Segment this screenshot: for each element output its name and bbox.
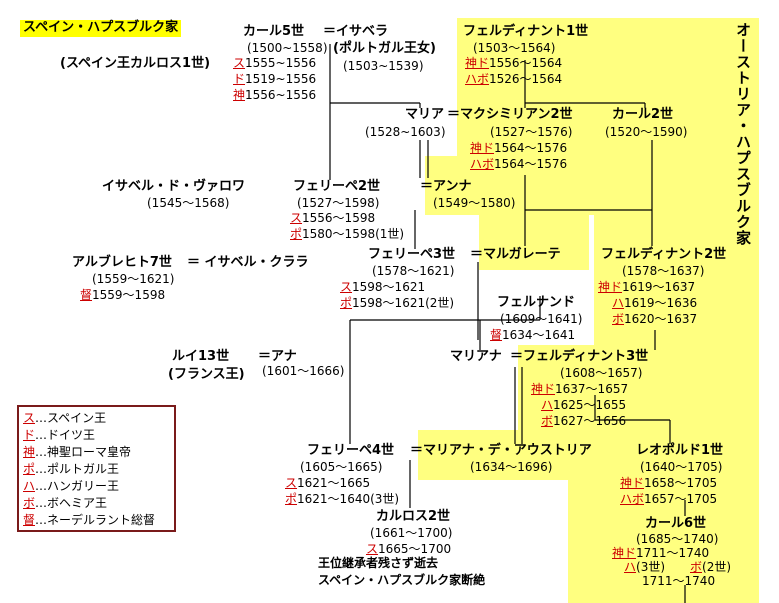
legend-item: 督…ネーデルラント総督 xyxy=(23,513,156,527)
felipe4-dates: (1605～1665) xyxy=(300,460,383,474)
maria-dates: (1528~1603) xyxy=(365,125,446,139)
karl5-reign-2: ド1519~1556 xyxy=(233,72,317,86)
fernando-dates: (1609～1641) xyxy=(500,312,583,326)
legend-item: ド…ドイツ王 xyxy=(23,428,96,442)
legend-item: ボ…ボヘミア王 xyxy=(23,496,108,510)
karl6-reign-2: ハ(3世) xyxy=(624,560,666,574)
mariana1-name: マリアナ xyxy=(450,349,502,364)
margarete-name: ＝マルガレーテ xyxy=(470,247,561,262)
mariana2-name: ＝マリアナ・デ・アウストリア xyxy=(410,443,592,458)
karl6-name: カール6世 xyxy=(645,516,707,531)
max2-dates: (1527～1576) xyxy=(490,125,573,139)
legend-item: ポ…ポルトガル王 xyxy=(23,462,120,476)
karl5-reign-1: ス1555~1556 xyxy=(233,56,317,70)
ferd1-reign-2: ハボ1526～1564 xyxy=(465,72,563,86)
ana-name: ＝アナ xyxy=(258,349,297,364)
felipe2-name: フェリーペ2世 xyxy=(293,179,381,194)
leopold1-reign-1: 神ド1658～1705 xyxy=(620,476,718,490)
isabella-sub: (ポルトガル王女) xyxy=(333,41,436,56)
legend-item: ハ…ハンガリー王 xyxy=(23,479,120,493)
felipe3-dates: (1578～1621) xyxy=(372,264,455,278)
karl6-reign-3: ボ(2世) xyxy=(690,560,732,574)
karl6-reign-1: 神ド1711～1740 xyxy=(612,546,710,560)
felipe2-reign-1: ス1556～1598 xyxy=(290,211,376,225)
felipe4-reign-1: ス1621～1665 xyxy=(285,476,371,490)
diagram-title: スペイン・ハプスブルク家 xyxy=(20,20,182,37)
isab-valois-name: イサベル・ド・ヴァロワ xyxy=(102,179,246,194)
fernando-name: フェルナンド xyxy=(497,295,576,310)
max2-reign-1: 神ド1564～1576 xyxy=(470,141,568,155)
max2-reign-2: ハボ1564～1576 xyxy=(470,157,568,171)
ferd2-reign-3: ボ1620～1637 xyxy=(612,312,698,326)
louis13-name: ルイ13世 xyxy=(172,349,230,364)
karl5-reign-3: 神1556~1556 xyxy=(233,88,317,102)
karl6-dates: (1685～1740) xyxy=(636,532,719,546)
ferd3-name: ＝フェルディナント3世 xyxy=(510,349,649,364)
felipe2-reign-2: ポ1580～1598(1世) xyxy=(290,227,405,241)
ferd3-reign-3: ボ1627～1656 xyxy=(541,414,627,428)
albrecht-dates: (1559～1621) xyxy=(92,272,175,286)
carlos2-name: カルロス2世 xyxy=(376,509,451,524)
ferd1-name: フェルディナント1世 xyxy=(463,24,589,39)
fernando-reign-1: 督1634～1641 xyxy=(490,328,576,342)
leopold1-dates: (1640～1705) xyxy=(640,460,723,474)
isabella-name: ＝イサベラ xyxy=(323,24,389,39)
ana-dates: (1601～1666) xyxy=(262,364,345,378)
austria-habsburg-label: オーストリア・ハプスブルク家 xyxy=(734,22,752,246)
max2-name: ＝マクシミリアン2世 xyxy=(447,107,573,122)
karl5-dates: (1500~1558) xyxy=(247,41,328,55)
carlos2-reign-1: ス1665～1700 xyxy=(366,542,452,556)
austria-region-margarete xyxy=(479,215,589,270)
isabella-dates: (1503~1539) xyxy=(343,59,424,73)
carlos2-dates: (1661～1700) xyxy=(370,526,453,540)
ferd2-name: フェルディナント2世 xyxy=(601,247,727,262)
karl2-dates: (1520～1590) xyxy=(605,125,688,139)
leopold1-name: レオポルド1世 xyxy=(636,443,724,458)
maria-name: マリア xyxy=(405,107,445,122)
leopold1-reign-2: ハボ1657～1705 xyxy=(620,492,718,506)
louis13-sub: (フランス王) xyxy=(168,367,245,382)
ferd3-reign-2: ハ1625～1655 xyxy=(541,398,627,412)
ferd3-reign-1: 神ド1637～1657 xyxy=(531,382,629,396)
albrecht-name: アルブレヒト7世 xyxy=(72,255,172,270)
austria-region-bottom xyxy=(568,480,759,603)
isab-clara-name: ＝ イサベル・クララ xyxy=(187,255,309,270)
ferd3-dates: (1608～1657) xyxy=(560,366,643,380)
isab-valois-dates: (1545～1568) xyxy=(147,196,230,210)
legend-item: 神…神聖ローマ皇帝 xyxy=(23,445,132,459)
felipe4-reign-2: ポ1621～1640(3世) xyxy=(285,492,400,506)
anna-dates: (1549～1580) xyxy=(433,196,516,210)
ferd1-dates: (1503～1564) xyxy=(473,41,556,55)
felipe2-dates: (1527～1598) xyxy=(297,196,380,210)
austria-region-mariana xyxy=(418,430,759,480)
karl2-name: カール2世 xyxy=(612,107,674,122)
ferd2-dates: (1578～1637) xyxy=(622,264,705,278)
anna-name: ＝アンナ xyxy=(420,179,472,194)
karl6-reign-4: 1711～1740 xyxy=(642,574,716,588)
austria-region-ferd3 xyxy=(518,345,759,430)
felipe3-reign-2: ポ1598～1621(2世) xyxy=(340,296,455,310)
legend-item: ス…スペイン王 xyxy=(23,411,107,425)
felipe3-reign-1: ス1598～1621 xyxy=(340,280,426,294)
reign-legend: ス…スペイン王 ド…ドイツ王 神…神聖ローマ皇帝 ポ…ポルトガル王 ハ…ハンガリ… xyxy=(17,405,176,532)
mariana2-dates: (1634～1696) xyxy=(470,460,553,474)
ferd2-reign-2: ハ1619～1636 xyxy=(612,296,698,310)
austria-region-ferd2 xyxy=(594,215,759,345)
albrecht-reign-1: 督1559～1598 xyxy=(80,288,166,302)
karl5-alias: (スペイン王カルロス1世) xyxy=(60,56,211,71)
austria-region-top xyxy=(457,18,759,156)
felipe3-name: フェリーペ3世 xyxy=(368,247,456,262)
carlos2-note-1: 王位継承者残さず逝去 xyxy=(318,556,439,570)
austria-region-anna xyxy=(425,156,759,215)
felipe4-name: フェリーペ4世 xyxy=(307,443,395,458)
karl5-name: カール5世 xyxy=(243,24,305,39)
carlos2-note-2: スペイン・ハプスブルク家断絶 xyxy=(318,573,486,587)
ferd1-reign-1: 神ド1556～1564 xyxy=(465,56,563,70)
ferd2-reign-1: 神ド1619～1637 xyxy=(598,280,696,294)
